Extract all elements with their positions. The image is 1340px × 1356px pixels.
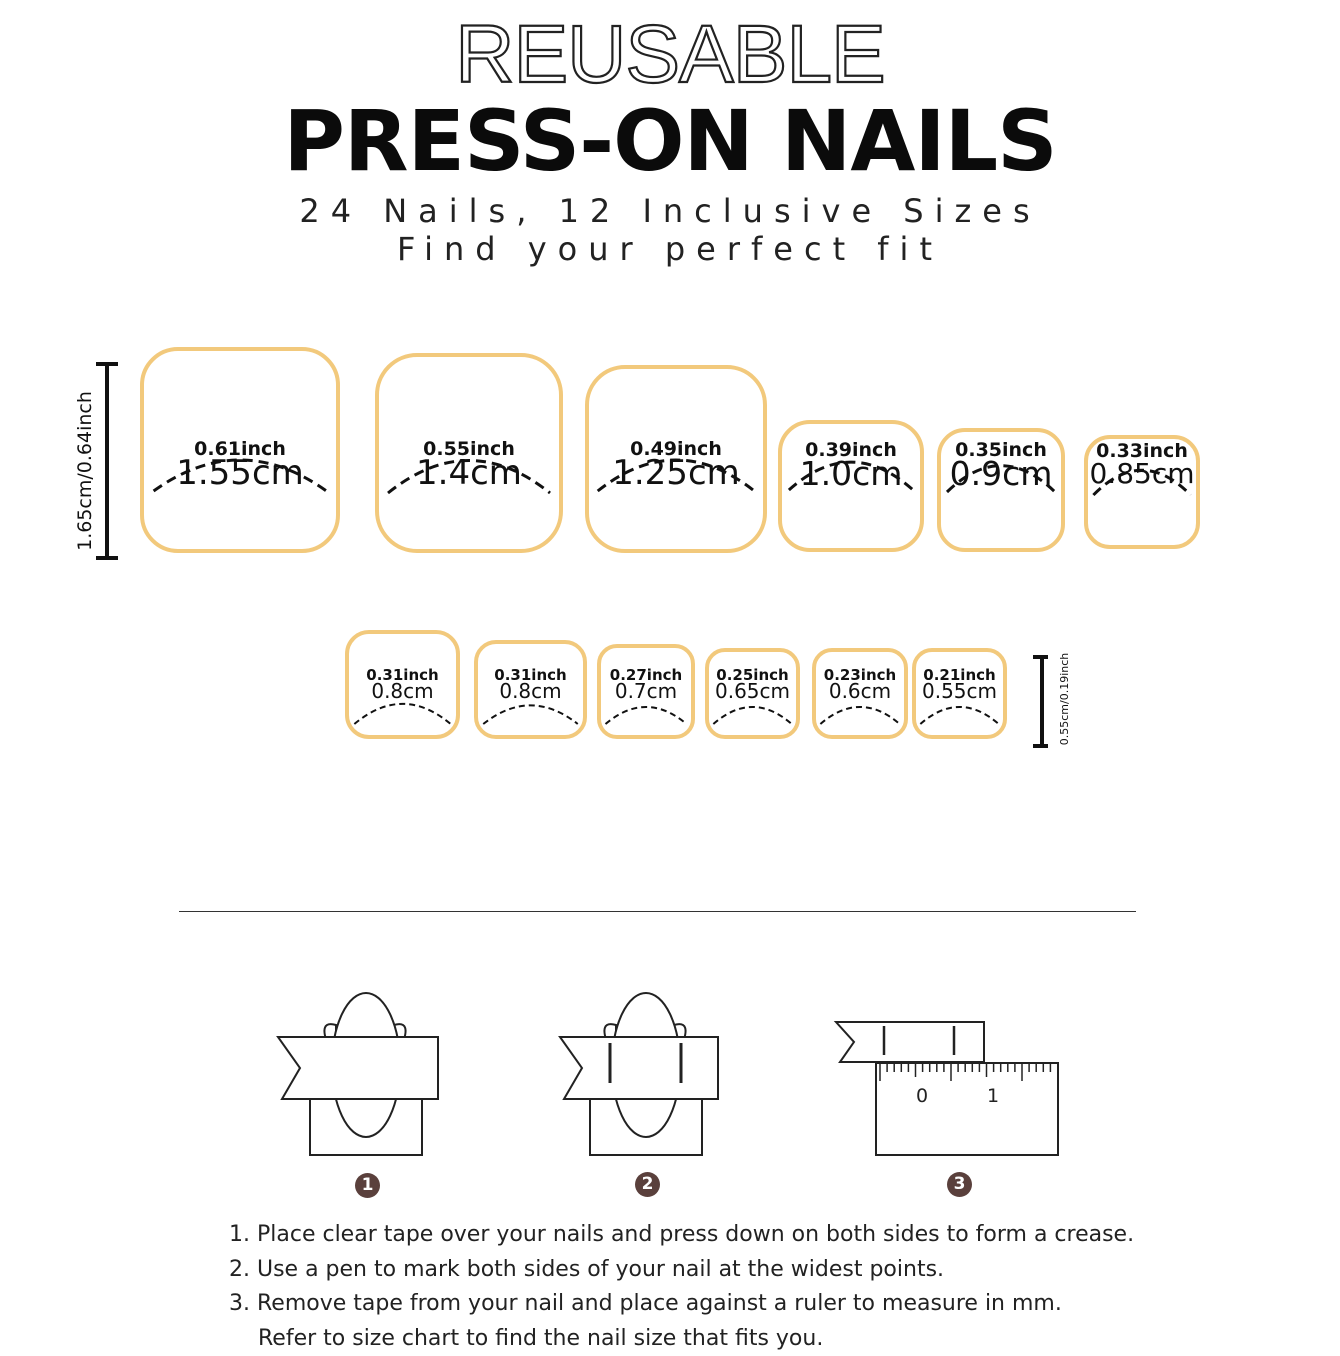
ruler-label-1: 1 — [987, 1085, 999, 1107]
cuticle-curve — [816, 652, 904, 735]
row2-height-bracket — [1030, 653, 1054, 751]
cuticle-curve — [349, 634, 456, 735]
instruction-step-3: 3. Remove tape from your nail and place … — [229, 1287, 1229, 1322]
cuticle-curve — [941, 432, 1061, 548]
cuticle-curve — [478, 644, 583, 735]
subtitle-find-fit: Find your perfect fit — [0, 231, 1340, 267]
cuticle-curve — [379, 357, 559, 549]
title-press-on-nails: PRESS-ON NAILS — [0, 96, 1340, 186]
step1-tape-over-nail-illustration — [270, 985, 450, 1165]
row1-height-label: 1.65cm/0.64inch — [72, 371, 98, 571]
step2-mark-nail-illustration — [552, 985, 732, 1165]
step3-badge: 3 — [947, 1172, 972, 1197]
section-divider — [179, 911, 1136, 912]
row2-height-label: 0.55cm/0.19inch — [1057, 649, 1073, 749]
instruction-step-3-continued: Refer to size chart to find the nail siz… — [229, 1322, 1229, 1356]
cuticle-curve — [782, 424, 920, 548]
step3-ruler-illustration: 0 1 — [832, 1015, 1064, 1163]
cuticle-curve — [916, 652, 1003, 735]
cuticle-curve — [1088, 439, 1196, 545]
instruction-step-1: 1. Place clear tape over your nails and … — [229, 1218, 1229, 1253]
ruler-label-0: 0 — [916, 1085, 928, 1107]
cuticle-curve — [144, 351, 336, 549]
step2-badge: 2 — [635, 1172, 660, 1197]
cuticle-curve — [589, 369, 763, 549]
instruction-step-2: 2. Use a pen to mark both sides of your … — [229, 1253, 1229, 1288]
title-reusable: REUSABLE — [0, 14, 1340, 96]
instructions-list: 1. Place clear tape over your nails and … — [229, 1218, 1229, 1356]
subtitle-nail-count: 24 Nails, 12 Inclusive Sizes — [0, 193, 1340, 229]
cuticle-curve — [601, 648, 691, 735]
cuticle-curve — [709, 652, 796, 735]
step1-badge: 1 — [355, 1173, 380, 1198]
